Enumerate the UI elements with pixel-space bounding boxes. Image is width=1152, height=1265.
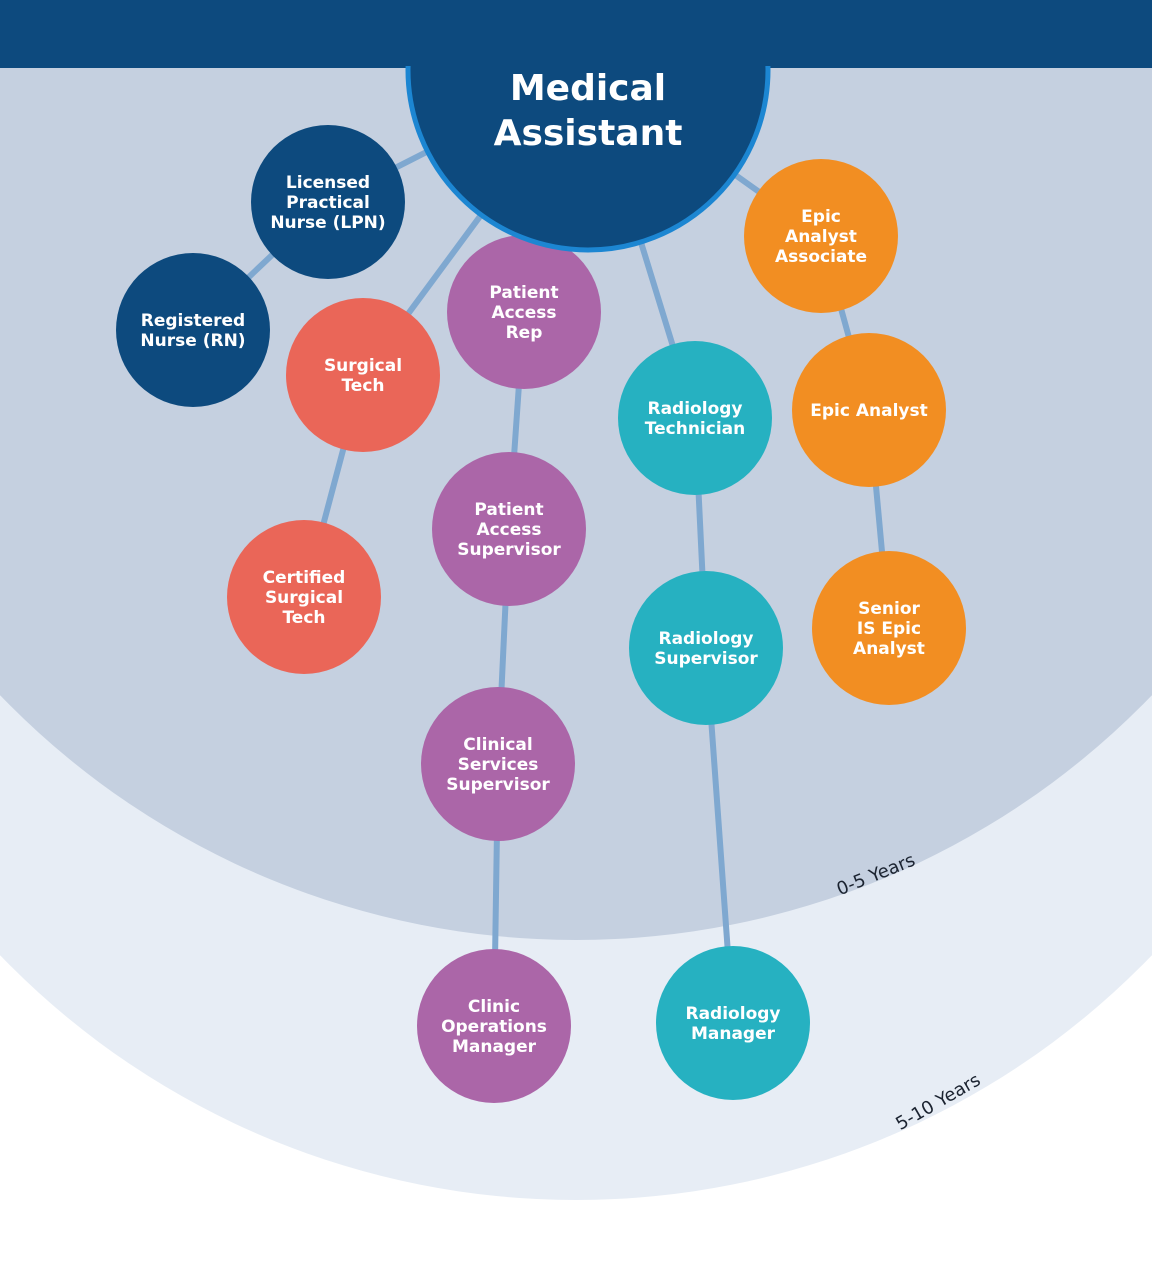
node-circle [227,520,381,674]
node-label-line: Surgical [324,356,402,376]
node-label-line: Epic Analyst [810,401,928,421]
node-label-line: Certified [263,568,346,588]
node-circle [618,341,772,495]
node-label-line: Access [476,520,541,540]
node-label-line: Supervisor [654,649,758,669]
node-label-line: Nurse (LPN) [270,213,385,233]
node-label-line: Operations [441,1017,547,1037]
node-label-line: Registered [141,311,245,331]
node-label-line: Patient [474,500,543,520]
node-label-line: Associate [775,247,867,267]
node-label-line: Technician [645,419,745,439]
node-label-line: Services [458,755,539,775]
node-epic-analyst: Epic Analyst [792,333,946,487]
node-circle [417,949,571,1103]
node-label-line: Radiology [659,629,754,649]
root-node-label: Medical [510,68,666,109]
root-node-label: Assistant [494,113,683,154]
node-circle [421,687,575,841]
node-circle [432,452,586,606]
node-label-line: Rep [506,323,543,343]
node-circle [656,946,810,1100]
node-circle [812,551,966,705]
node-label-line: Access [491,303,556,323]
node-circle [447,235,601,389]
node-circle [792,333,946,487]
node-label-line: Clinical [463,735,532,755]
node-label-line: Supervisor [446,775,550,795]
top-banner-overlay [0,0,1152,66]
node-label-line: Tech [282,608,325,628]
node-label-line: Analyst [785,227,857,247]
node-circle [744,159,898,313]
node-label-line: Radiology [648,399,743,419]
node-label-line: Tech [341,376,384,396]
node-circle [116,253,270,407]
node-label-line: IS Epic [857,619,921,639]
node-circle [286,298,440,452]
node-circle [629,571,783,725]
node-label-line: Supervisor [457,540,561,560]
node-label-line: Manager [452,1037,537,1057]
node-label-line: Surgical [265,588,343,608]
node-label-line: Licensed [286,173,370,193]
node-label-line: Nurse (RN) [140,331,245,351]
node-label-line: Manager [691,1024,776,1044]
node-circle [251,125,405,279]
node-label-line: Clinic [468,997,520,1017]
node-label-line: Practical [286,193,370,213]
node-label-line: Senior [858,599,920,619]
node-label-line: Analyst [853,639,925,659]
node-label-line: Patient [489,283,558,303]
node-label-line: Epic [801,207,841,227]
node-label-line: Radiology [686,1004,781,1024]
